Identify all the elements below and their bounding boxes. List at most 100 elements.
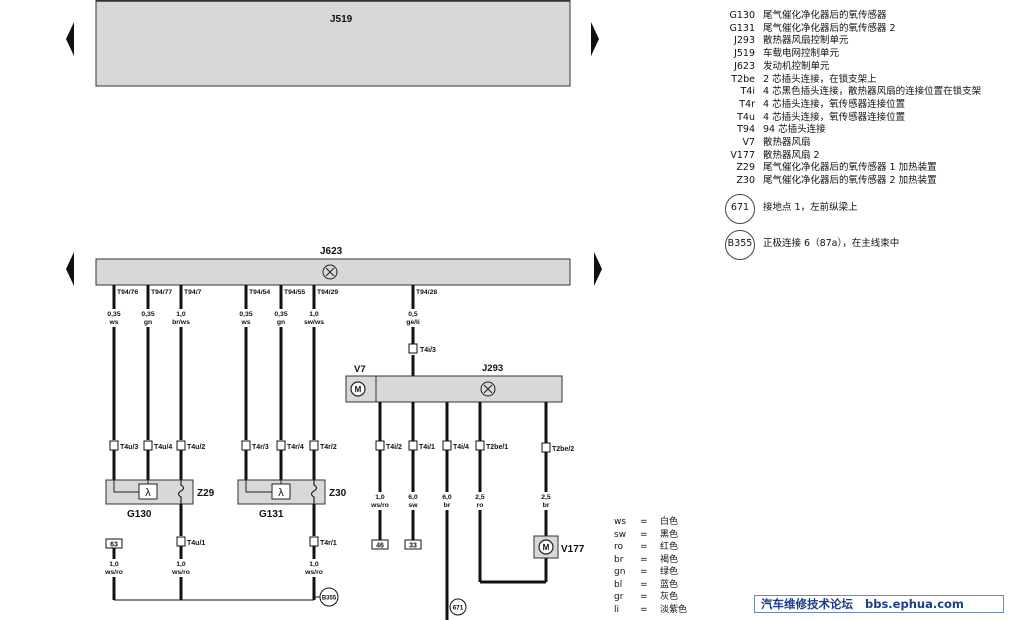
connection-b355[interactable] bbox=[319, 587, 339, 607]
svg-text:671: 671 bbox=[453, 605, 464, 612]
svg-text:M: M bbox=[543, 543, 550, 552]
pin-label: T4i/2 bbox=[386, 444, 402, 451]
color-row: bl=蓝色 bbox=[614, 579, 679, 590]
svg-text:M: M bbox=[355, 385, 362, 394]
next-page-arrow-bottom[interactable] bbox=[594, 252, 602, 286]
connector-t4i3 bbox=[408, 343, 418, 354]
wire-color: ws/ro bbox=[171, 569, 190, 576]
g130-label: G130 bbox=[127, 509, 152, 520]
svg-text:λ: λ bbox=[278, 487, 284, 499]
pin-label: T94/76 bbox=[117, 289, 138, 296]
wire-color: br bbox=[444, 502, 451, 509]
wire-size: 1,0 bbox=[375, 494, 385, 501]
color-row: sw=黑色 bbox=[614, 529, 679, 540]
color-row: gr=灰色 bbox=[614, 592, 679, 602]
pin-label: T2be/1 bbox=[486, 444, 508, 451]
v177-label: V177 bbox=[561, 544, 585, 555]
wire-color: br/ws bbox=[172, 319, 190, 326]
wire-size: 1,0 bbox=[176, 561, 186, 568]
wire-size: 0,35 bbox=[274, 311, 287, 318]
color-row: gn=绿色 bbox=[614, 567, 679, 577]
wire-color: sw bbox=[408, 502, 418, 509]
forum-watermark: 汽车维修技术论坛 bbs.ephua.com bbox=[754, 595, 1004, 613]
color-row: br=褐色 bbox=[614, 554, 679, 565]
pin-label: T4r/4 bbox=[287, 444, 304, 451]
wire-color: br bbox=[543, 502, 550, 509]
circled-ref-671: 671 bbox=[725, 193, 755, 224]
pin-label: T94/7 bbox=[184, 289, 202, 296]
wire-color: ws bbox=[108, 319, 118, 326]
wire-color: ws/ro bbox=[370, 502, 389, 509]
pin-label: T2be/2 bbox=[552, 446, 574, 453]
j623-ecu-icon bbox=[322, 264, 338, 280]
wire-size: 2,5 bbox=[475, 494, 485, 501]
legend-row-b355: B355 正极连接 6（87a），在主线束中 bbox=[725, 229, 981, 260]
next-page-arrow-top[interactable] bbox=[591, 22, 599, 56]
wire-size: 1,0 bbox=[309, 561, 319, 568]
v177-motor-icon bbox=[538, 539, 554, 555]
wire-color: sw/ws bbox=[304, 319, 324, 326]
wire-size: 0,35 bbox=[239, 311, 252, 318]
pin-label: T4u/2 bbox=[187, 444, 205, 451]
j293-ecu-icon bbox=[480, 381, 496, 397]
wire-size: 1,0 bbox=[109, 561, 119, 568]
ref-box-33[interactable] bbox=[404, 539, 422, 550]
wire-color: gn bbox=[277, 319, 285, 326]
pin-label: T4r/2 bbox=[320, 444, 337, 451]
v7-label: V7 bbox=[354, 364, 366, 375]
prev-page-arrow-bottom[interactable] bbox=[66, 252, 74, 286]
pin-label: T4r/1 bbox=[320, 540, 337, 547]
ref-box-46[interactable] bbox=[371, 539, 389, 550]
pin-label: T94/54 bbox=[249, 289, 270, 296]
j293-label: J293 bbox=[482, 363, 503, 374]
pin-label: T4i/4 bbox=[453, 444, 469, 451]
z30-label: Z30 bbox=[329, 488, 347, 499]
pin-label: T94/28 bbox=[416, 289, 437, 296]
j623-label: J623 bbox=[320, 246, 343, 257]
wire-color: ws bbox=[240, 319, 250, 326]
wire-color-legend: ws=白色 sw=黑色 ro=红色 br=褐色 gn=绿色 bl=蓝色 gr=灰… bbox=[614, 516, 687, 616]
prev-page-arrow-top[interactable] bbox=[66, 22, 74, 56]
legend-row-671: 671 接地点 1，左前纵梁上 bbox=[725, 193, 981, 224]
pin-label: T4i/3 bbox=[420, 347, 436, 354]
pin-label: T4r/3 bbox=[252, 444, 269, 451]
ground-671[interactable] bbox=[449, 598, 467, 616]
v7-motor-icon bbox=[350, 381, 366, 397]
pin-label: T94/77 bbox=[151, 289, 172, 296]
g131-label: G131 bbox=[259, 509, 284, 520]
svg-text:33: 33 bbox=[409, 543, 417, 550]
wire-size: 6,0 bbox=[442, 494, 452, 501]
wire-size: 1,0 bbox=[176, 311, 186, 318]
wire-size: 6,0 bbox=[408, 494, 418, 501]
ref-box-63[interactable] bbox=[105, 538, 123, 549]
wire-color: ro bbox=[477, 502, 484, 509]
svg-text:46: 46 bbox=[376, 543, 384, 550]
j519-label: J519 bbox=[330, 14, 353, 25]
wire-size: 0,35 bbox=[141, 311, 154, 318]
j519-block bbox=[95, 0, 571, 87]
wire-color: ge/li bbox=[406, 319, 420, 326]
circled-ref-b355: B355 bbox=[725, 229, 755, 260]
j293-block bbox=[345, 375, 563, 403]
heater-icon bbox=[310, 480, 318, 504]
pin-label: T4i/1 bbox=[419, 444, 435, 451]
svg-text:λ: λ bbox=[145, 487, 151, 499]
z29-label: Z29 bbox=[197, 488, 215, 499]
svg-text:B355: B355 bbox=[322, 596, 337, 602]
wire-color: ws/ro bbox=[104, 569, 123, 576]
heater-icon bbox=[177, 480, 185, 504]
